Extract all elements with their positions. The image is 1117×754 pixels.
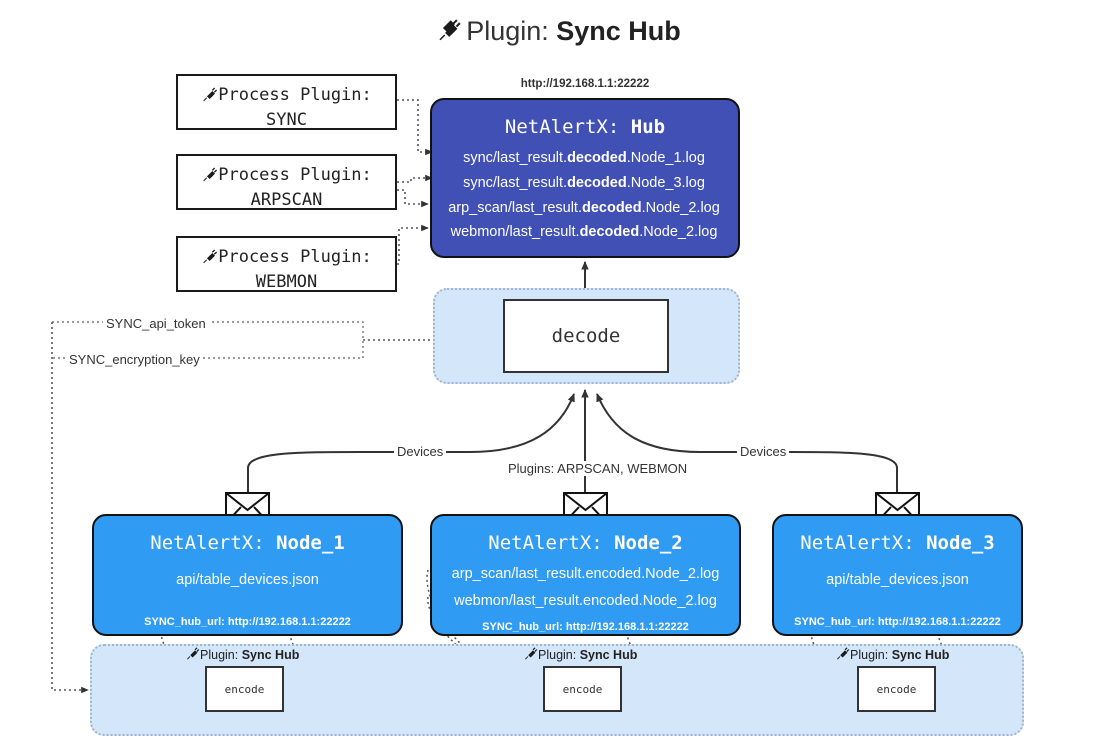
hub-log-3-post: .Node_2.log [641,200,720,216]
decode-box[interactable]: decode [503,299,669,373]
encoder-3-tag-name: Sync Hub [891,648,950,662]
hub-log-2-pre: sync/last_result. [463,175,568,191]
process-plugin-arpscan-label: Process Plugin: [218,165,372,185]
encode-box-1[interactable]: encode [205,666,284,712]
node-2-title-name: Node_2 [614,532,683,554]
node-3[interactable]: NetAlertX: Node_3 api/table_devices.json… [772,514,1023,636]
page-title: Plugin: Sync Hub [0,16,1117,50]
encode-box-3[interactable]: encode [857,666,936,712]
encode-1-label: encode [224,682,265,696]
encoder-1-tag-prefix: Plugin: [200,648,242,662]
encode-box-2[interactable]: encode [543,666,622,712]
hub-title: NetAlertX: Hub [432,116,738,138]
process-plugin-sync-label: Process Plugin: [218,85,372,105]
hub-log-4-post: .Node_2.log [639,224,718,240]
encoder-2-plugin-tag: Plugin: Sync Hub [523,646,637,662]
node-1-title: NetAlertX: Node_1 [94,532,401,554]
encode-3-label: encode [876,682,917,696]
hub-title-prefix: NetAlertX: [504,116,631,138]
node-2-title-prefix: NetAlertX: [488,532,615,554]
plug-icon [436,17,462,50]
node-1-title-name: Node_1 [276,532,345,554]
plug-icon [525,647,538,660]
hub-log-1-post: .Node_1.log [626,150,705,166]
hub-log-2-post: .Node_3.log [626,175,705,191]
node-2-footer: SYNC_hub_url: http://192.168.1.1:22222 [482,621,689,633]
node-1[interactable]: NetAlertX: Node_1 api/table_devices.json… [92,514,403,636]
hub-log-4-pre: webmon/last_result. [450,224,580,240]
process-plugin-arpscan-name: ARPSCAN [250,189,323,210]
process-plugin-webmon-name: WEBMON [255,271,318,292]
flow-label-center-plugins: Plugins: ARPSCAN, WEBMON [505,461,691,476]
node-1-line-1: api/table_devices.json [176,572,319,588]
secret-label-encryption-key: SYNC_encryption_key [66,352,203,367]
node-1-title-prefix: NetAlertX: [150,532,277,554]
encoder-2-tag-name: Sync Hub [579,648,638,662]
hub-log-3-pre: arp_scan/last_result. [448,200,582,216]
plug-icon [187,647,200,660]
node-3-footer: SYNC_hub_url: http://192.168.1.1:22222 [794,616,1001,628]
process-plugin-webmon-label: Process Plugin: [218,247,372,267]
node-3-line-1: api/table_devices.json [826,572,969,588]
process-plugin-sync-line1: Process Plugin: [178,83,395,108]
process-plugin-sync[interactable]: Process Plugin: SYNC [176,74,397,130]
process-plugin-webmon[interactable]: Process Plugin: WEBMON [176,236,397,292]
plug-icon [203,167,218,182]
hub-log-line-1: sync/last_result.decoded.Node_1.log [436,150,732,166]
process-plugin-sync-name: SYNC [266,109,307,130]
secret-label-api-token: SYNC_api_token [103,316,209,331]
decode-label: decode [551,325,621,347]
hub-log-line-2: sync/last_result.decoded.Node_3.log [436,175,732,191]
node-3-title-prefix: NetAlertX: [800,532,927,554]
page-title-prefix: Plugin: [466,16,557,46]
plug-icon [203,249,218,264]
flow-label-right-devices: Devices [737,444,790,459]
node-1-footer: SYNC_hub_url: http://192.168.1.1:22222 [144,616,351,628]
encoder-1-tag-name: Sync Hub [241,648,300,662]
hub-log-2-mid: decoded [567,175,627,191]
encoder-1-plugin-tag: Plugin: Sync Hub [185,646,299,662]
hub-log-3-mid: decoded [581,200,642,216]
node-3-title: NetAlertX: Node_3 [774,532,1021,554]
plug-icon [837,647,850,660]
hub-log-line-3: arp_scan/last_result.decoded.Node_2.log [436,200,732,216]
hub-node[interactable]: NetAlertX: Hub sync/last_result.decoded.… [430,98,740,258]
plug-icon [203,87,218,102]
hub-log-1-pre: sync/last_result. [463,150,568,166]
process-plugin-webmon-line1: Process Plugin: [178,245,395,270]
node-2-line-2: webmon/last_result.encoded.Node_2.log [454,593,717,609]
encoder-3-plugin-tag: Plugin: Sync Hub [835,646,949,662]
hub-url-label: http://192.168.1.1:22222 [520,78,650,90]
node-2-title: NetAlertX: Node_2 [432,532,739,554]
hub-log-line-4: webmon/last_result.decoded.Node_2.log [436,224,732,240]
node-3-title-name: Node_3 [926,532,995,554]
hub-title-name: Hub [630,116,666,138]
node-2[interactable]: NetAlertX: Node_2 arp_scan/last_result.e… [430,514,741,636]
encoder-2-tag-prefix: Plugin: [538,648,580,662]
encoder-3-tag-prefix: Plugin: [850,648,892,662]
hub-log-4-mid: decoded [579,224,640,240]
node-2-line-1: arp_scan/last_result.encoded.Node_2.log [451,566,720,582]
flow-label-left-devices: Devices [394,444,447,459]
hub-log-1-mid: decoded [567,150,627,166]
page-title-name: Sync Hub [556,16,681,46]
encode-2-label: encode [562,682,603,696]
process-plugin-arpscan-line1: Process Plugin: [178,163,395,188]
process-plugin-arpscan[interactable]: Process Plugin: ARPSCAN [176,154,397,210]
